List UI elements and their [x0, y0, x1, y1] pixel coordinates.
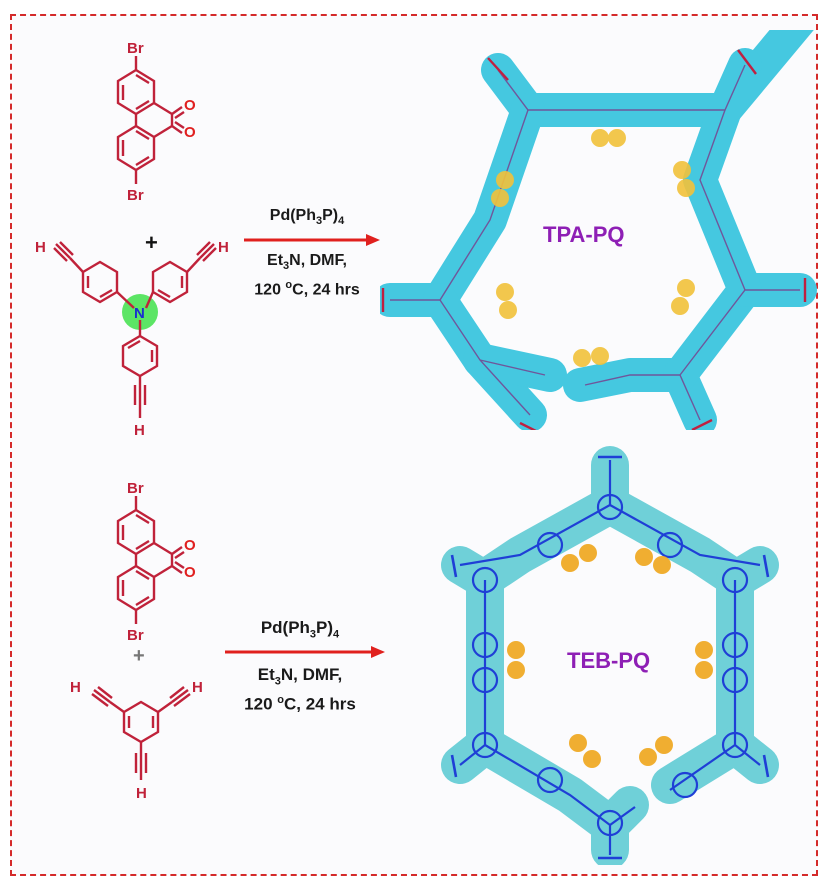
oxygen-atom: O [184, 564, 196, 581]
oxygen-atom: O [184, 97, 196, 114]
plus-sign: + [133, 645, 145, 667]
oxygen-atom: O [184, 537, 196, 554]
reaction-2-arrow [225, 646, 385, 658]
tpa-pq-label: TPA-PQ [543, 222, 625, 247]
reaction-1-solvent: Et3N, DMF, [267, 252, 347, 273]
reaction-2-solvent: Et3N, DMF, [257, 665, 343, 688]
plus-sign: + [145, 230, 158, 255]
br-atom-top: Br [127, 40, 144, 57]
teb-pq-product-model [441, 446, 779, 865]
tpa-pq-product-model [380, 30, 817, 430]
br-atom-bottom: Br [127, 187, 144, 204]
teb-pq-label: TEB-PQ [567, 648, 651, 673]
reaction-1-arrow [244, 234, 380, 246]
reactants-1-structures: Br Br O O + N H H H [35, 40, 229, 439]
hydrogen-atom: H [218, 239, 229, 256]
reaction-1-catalyst: Pd(Ph3P)4 [269, 207, 345, 228]
oxygen-atom: O [184, 124, 196, 141]
reactants-2-structures: Br Br O O + H H H [70, 480, 203, 802]
hydrogen-atom: H [136, 785, 147, 802]
hydrogen-atom: H [192, 679, 203, 696]
br-atom-top: Br [127, 480, 144, 497]
hydrogen-atom: H [70, 679, 81, 696]
br-atom-bottom: Br [127, 627, 144, 644]
reaction-2-catalyst: Pd(Ph3P)4 [260, 618, 340, 641]
nitrogen-atom: N [134, 305, 145, 322]
reaction-1-temperature: 120 oC, 24 hrs [254, 279, 360, 299]
figure-frame [10, 14, 818, 876]
hydrogen-atom: H [35, 239, 46, 256]
reaction-2-temperature: 120 oC, 24 hrs [244, 694, 356, 714]
hydrogen-atom: H [134, 422, 145, 439]
